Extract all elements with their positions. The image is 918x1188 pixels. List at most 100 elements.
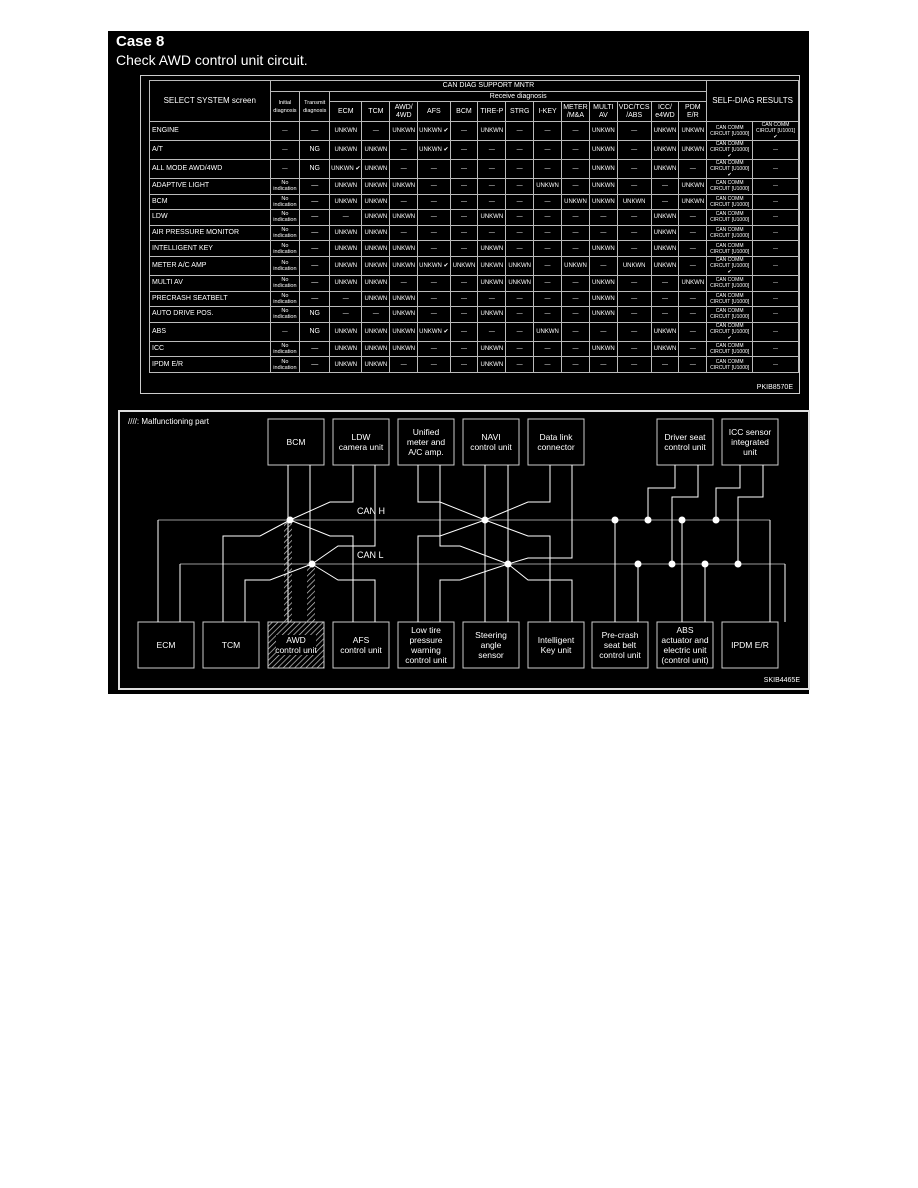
initial-diagnosis: No indication xyxy=(269,240,301,257)
receive-cell: — xyxy=(616,340,652,358)
system-name: BCM xyxy=(149,193,271,211)
receive-cell: UNKWN xyxy=(361,140,391,160)
receive-cell: — xyxy=(477,193,507,211)
system-name: ICC xyxy=(149,340,271,358)
receive-cell: — xyxy=(678,340,708,358)
unit-ecm: ECM xyxy=(137,621,195,669)
receive-cell: UNKWN xyxy=(477,240,507,257)
receive-cell: — xyxy=(389,159,419,179)
self-diag-result-1: CAN COMM CIRCUIT [U1000] ✔ xyxy=(706,255,754,276)
self-diag-result-1: CAN COMM CIRCUIT [U1000] xyxy=(706,306,754,323)
malfunction-wire-h xyxy=(284,520,292,622)
receive-cell: UNKWN xyxy=(389,240,419,257)
svg-text:ABS: ABS xyxy=(676,625,693,635)
receive-cell: — xyxy=(616,121,652,141)
initial-diagnosis: — xyxy=(269,140,301,160)
system-name: ABS xyxy=(149,321,271,342)
self-diag-result-2: CAN COMM CIRCUIT [U1001] ✔ xyxy=(752,121,799,141)
svg-text:warning: warning xyxy=(410,645,441,655)
system-name: MULTI AV xyxy=(149,274,271,292)
receive-cell: — xyxy=(417,340,451,358)
transmit-diagnosis: NG xyxy=(299,321,331,342)
receive-cell: — xyxy=(477,321,507,342)
system-name: ADAPTIVE LIGHT xyxy=(149,178,271,195)
receive-cell: UNKWN xyxy=(588,274,618,292)
receive-cell: — xyxy=(477,159,507,179)
receive-cell: UNKWN xyxy=(588,140,618,160)
transmit-diagnosis: NG xyxy=(299,159,331,179)
receive-cell: — xyxy=(560,356,590,373)
figure-code: SKIB4465E xyxy=(763,677,800,684)
receive-cell: — xyxy=(560,240,590,257)
receive-cell: — xyxy=(533,340,562,358)
initial-diagnosis: No indication xyxy=(269,306,301,323)
wire xyxy=(417,465,486,521)
receive-cell: UNKWN xyxy=(533,178,562,195)
receive-cell: UNKWN xyxy=(477,356,507,373)
col-select-system: SELECT SYSTEM screen xyxy=(149,80,271,122)
svg-text:Driver seat: Driver seat xyxy=(664,432,706,442)
receive-cell: — xyxy=(449,240,479,257)
receive-cell: UNKWN xyxy=(361,340,391,358)
receive-cell: UNKWN xyxy=(389,209,419,226)
receive-cell: — xyxy=(560,321,590,342)
wire xyxy=(439,465,509,565)
transmit-diagnosis: — xyxy=(299,340,331,358)
receive-cell: UNKWN xyxy=(588,290,618,308)
receive-cell: — xyxy=(678,290,708,308)
receive-cell: — xyxy=(449,274,479,292)
receive-cell: — xyxy=(560,121,590,141)
receive-cell: UNKWN xyxy=(329,140,363,160)
initial-diagnosis: No indication xyxy=(269,224,301,242)
receive-cell: — xyxy=(329,209,363,226)
receive-cell: UNKWN xyxy=(329,274,363,292)
receive-cell: UNKWN ✔ xyxy=(417,255,451,276)
receive-cell: UNKWN xyxy=(477,255,507,276)
junction-dot xyxy=(504,560,512,568)
wire xyxy=(311,465,376,565)
receive-cell: — xyxy=(329,306,363,323)
self-diag-result-2: — xyxy=(752,224,799,242)
col-receive-4: BCM xyxy=(449,101,479,122)
receive-cell: UNKWN xyxy=(477,209,507,226)
svg-text:actuator and: actuator and xyxy=(661,635,709,645)
receive-cell: — xyxy=(417,178,451,195)
svg-text:control unit: control unit xyxy=(405,655,447,665)
col-receive-11: ICC/ e4WD xyxy=(650,101,680,122)
receive-cell: UNKWN xyxy=(588,159,618,179)
receive-cell: — xyxy=(417,274,451,292)
junction-dot xyxy=(734,560,742,568)
svg-text:A/C amp.: A/C amp. xyxy=(408,447,443,457)
system-name: ENGINE xyxy=(149,121,271,141)
receive-cell: — xyxy=(533,356,562,373)
svg-text:unit: unit xyxy=(743,447,757,457)
col-receive-5: TIRE-P xyxy=(477,101,507,122)
receive-cell: — xyxy=(449,121,479,141)
receive-cell: UNKWN xyxy=(329,224,363,242)
receive-cell: — xyxy=(417,240,451,257)
receive-cell: — xyxy=(417,209,451,226)
system-name: INTELLIGENT KEY xyxy=(149,240,271,257)
receive-cell: — xyxy=(533,193,562,211)
self-diag-result-2: — xyxy=(752,178,799,195)
transmit-diagnosis: — xyxy=(299,240,331,257)
receive-cell: — xyxy=(616,240,652,257)
col-receive-3: AFS xyxy=(417,101,451,122)
receive-cell: UNKWN xyxy=(505,274,535,292)
receive-cell: UNKWN xyxy=(329,178,363,195)
can-h-label: CAN H xyxy=(357,506,385,516)
receive-cell: — xyxy=(616,274,652,292)
wire xyxy=(647,465,676,520)
receive-cell: UNKWN ✔ xyxy=(417,321,451,342)
receive-cell: — xyxy=(389,140,419,160)
receive-cell: — xyxy=(505,193,535,211)
